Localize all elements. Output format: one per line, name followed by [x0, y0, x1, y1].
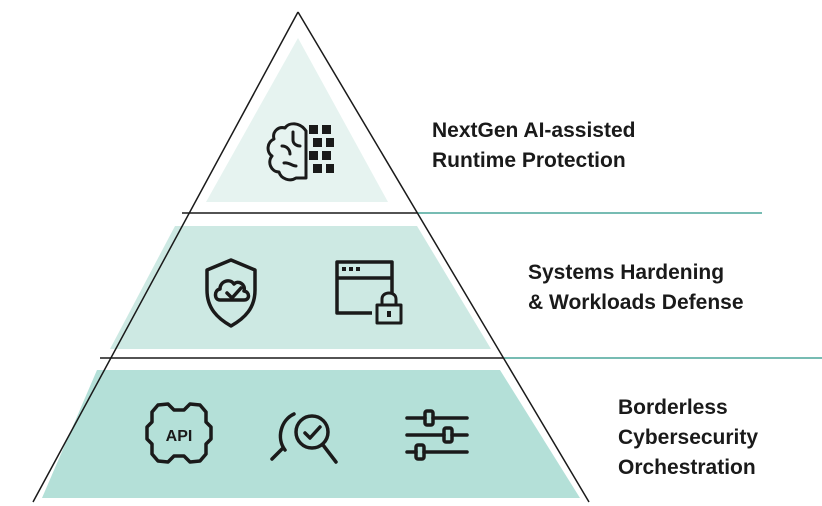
tier-middle-label-line-1: Systems Hardening: [528, 261, 725, 284]
cloud-shield-check-icon: [205, 258, 257, 328]
tier-top-label: NextGen AI-assisted Runtime Protection: [432, 116, 635, 176]
tier-bottom-label-line-2: Cybersecurity: [618, 426, 759, 449]
tier-bottom-label-line-3: Orchestration: [618, 456, 756, 479]
pyramid-edge-left: [32, 11, 299, 503]
magnifier-check-icon: [270, 412, 338, 464]
api-gear-icon: API: [145, 402, 213, 464]
tier-bottom-fill: [42, 370, 580, 498]
browser-window-lock-icon: [335, 260, 403, 325]
tier-bottom-label: Borderless Cybersecurity Orchestration: [618, 393, 758, 483]
tier-middle-fill: [110, 226, 491, 349]
tier-top-fill: [206, 38, 388, 202]
tier-top-label-line-1: NextGen AI-assisted: [432, 119, 636, 142]
brain-circuit-icon: [266, 122, 334, 182]
pyramid-edge-right: [297, 11, 590, 503]
api-gear-text: API: [166, 428, 193, 445]
tier-bottom-label-line-1: Borderless: [618, 396, 728, 419]
tier-middle-label: Systems Hardening & Workloads Defense: [528, 258, 744, 318]
sliders-icon: [405, 409, 469, 461]
tier-middle-label-line-2: & Workloads Defense: [528, 291, 744, 314]
tier-top-label-line-2: Runtime Protection: [432, 149, 626, 172]
